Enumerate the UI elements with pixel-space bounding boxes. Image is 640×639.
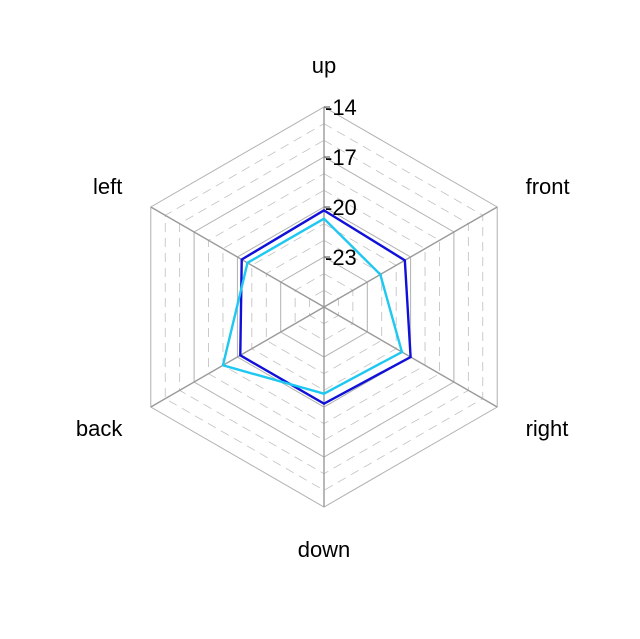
axis-label-front: front <box>526 174 570 199</box>
series-line-1 <box>239 208 412 406</box>
spoke-front <box>323 206 498 308</box>
axis-label-back: back <box>76 416 123 441</box>
series-line-2 <box>221 217 404 395</box>
tick-label: -20 <box>325 195 357 220</box>
axis-label-down: down <box>298 537 351 562</box>
axis-label-left: left <box>93 174 122 199</box>
spoke-left <box>150 206 325 308</box>
tick-label: -14 <box>325 95 357 120</box>
axis-label-up: up <box>312 53 336 78</box>
axis-label-right: right <box>526 416 569 441</box>
label-layer: up front right down back left <box>76 53 570 562</box>
tick-layer: -14 -17 -20 -23 <box>324 95 357 270</box>
series-layer <box>221 208 412 406</box>
spoke-back <box>150 306 325 408</box>
tick-label: -23 <box>325 245 357 270</box>
tick-label: -17 <box>325 145 357 170</box>
spoke-layer <box>150 107 498 507</box>
